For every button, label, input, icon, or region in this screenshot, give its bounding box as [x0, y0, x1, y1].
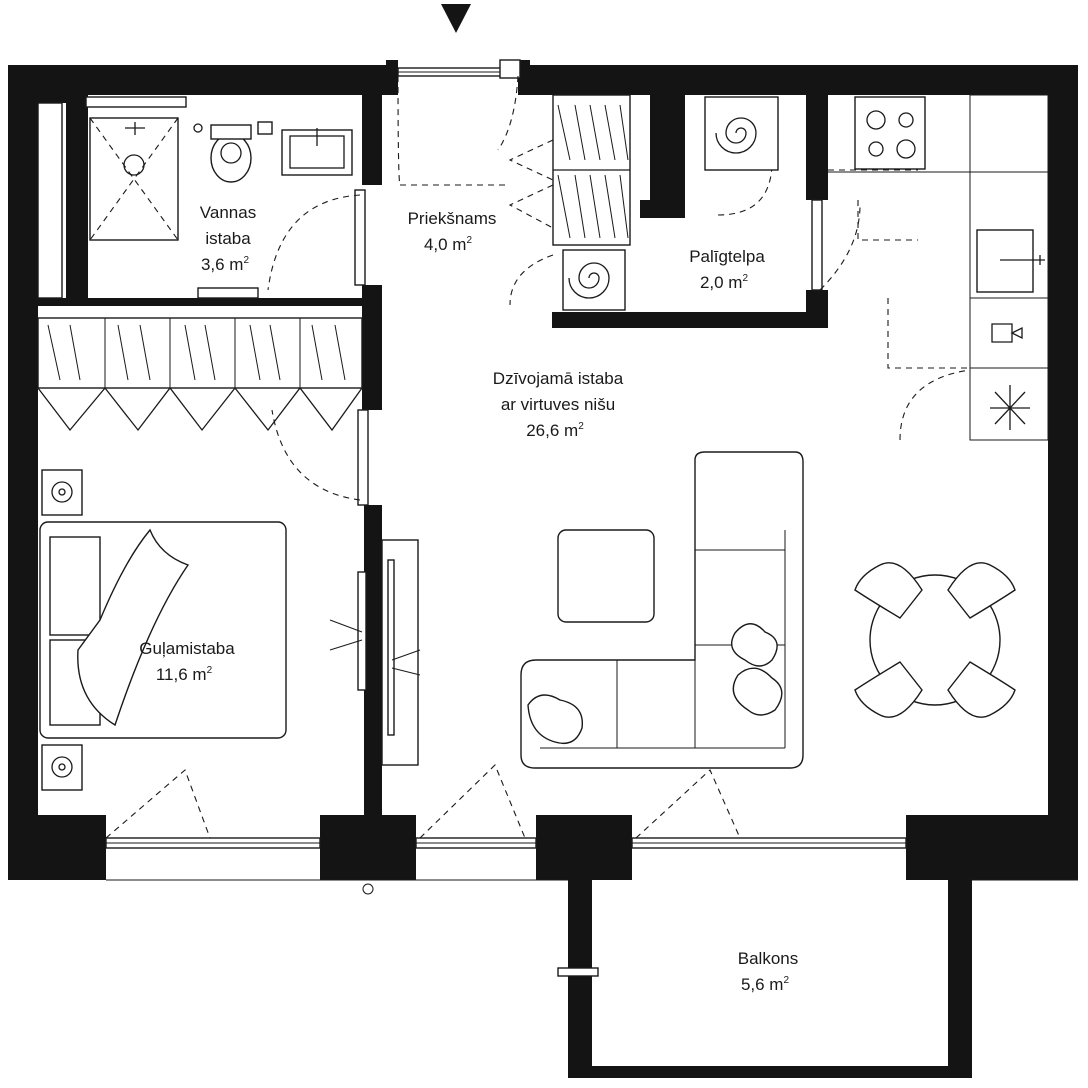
entrance-arrow-icon — [441, 4, 471, 33]
hall-wardrobe — [552, 94, 779, 311]
towel-rail — [197, 287, 259, 299]
sofa — [520, 451, 804, 769]
kitchen — [828, 94, 1049, 441]
utility-area: 2,0 m2 — [700, 273, 749, 292]
nightstand-bottom — [41, 744, 83, 791]
living-area: 26,6 m2 — [526, 421, 584, 440]
walls — [8, 60, 1078, 1078]
hob-icon — [854, 96, 926, 170]
bedroom-furniture — [37, 317, 421, 791]
windows — [105, 59, 1078, 977]
bathroom-fixtures — [37, 96, 353, 299]
bedroom-name: Guļamistaba — [139, 639, 235, 658]
living-furniture — [520, 451, 1016, 769]
bathroom-name-2: istaba — [205, 229, 251, 248]
bedroom-wardrobe — [37, 317, 363, 389]
hallway-name: Priekšnams — [408, 209, 497, 228]
dryer-icon — [704, 96, 779, 171]
nightstand-top — [41, 469, 83, 516]
living-name-2: ar virtuves nišu — [501, 395, 615, 414]
toilet-icon — [210, 133, 252, 183]
bathroom-name-1: Vannas — [200, 203, 256, 222]
dining-chair — [854, 562, 1016, 718]
kitchen-sink-icon — [976, 229, 1034, 293]
bedroom-area: 11,6 m2 — [156, 665, 213, 684]
coffee-table — [557, 529, 655, 623]
utility-name: Palīgtelpa — [689, 247, 765, 266]
balcony-name: Balkons — [738, 949, 798, 968]
washing-machine-icon — [562, 249, 626, 311]
living-name-1: Dzīvojamā istaba — [493, 369, 624, 388]
door-swings — [105, 75, 971, 839]
balcony-area: 5,6 m2 — [741, 975, 790, 994]
bathroom-area: 3,6 m2 — [201, 255, 250, 274]
room-labels: Vannas istaba 3,6 m2 Priekšnams 4,0 m2 P… — [139, 203, 798, 994]
hallway-area: 4,0 m2 — [424, 235, 473, 254]
